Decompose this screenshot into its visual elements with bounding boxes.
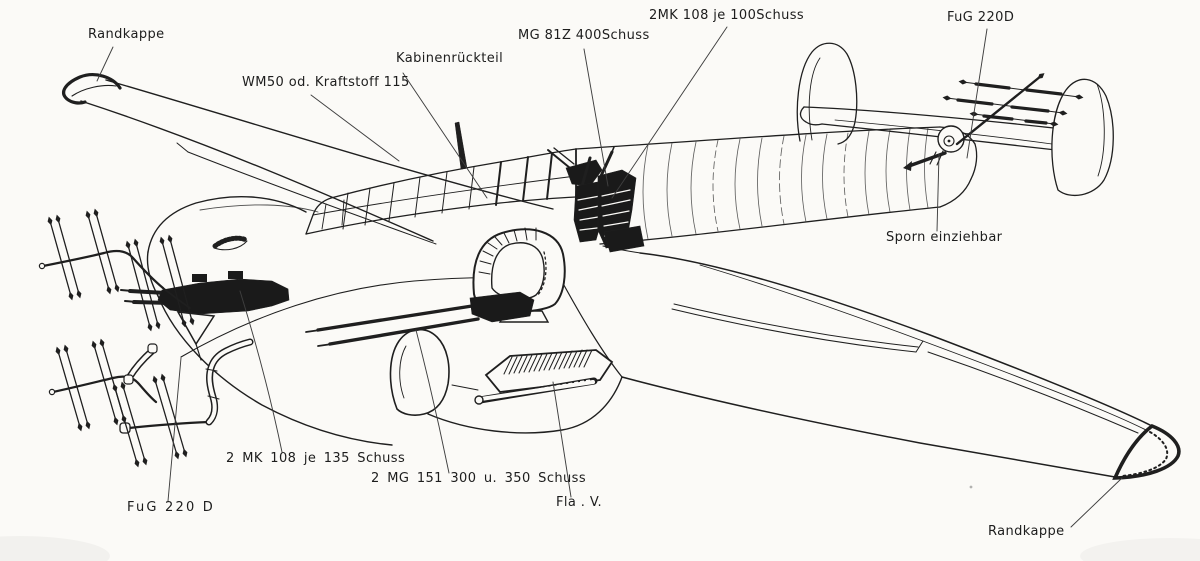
right-wingtip-cap (1112, 423, 1181, 480)
label-mg151-schuss: 2 MG 151 300 u. 350 Schuss (371, 471, 586, 486)
label-mk108-135-schuss: 2 MK 108 je 135 Schuss (226, 451, 406, 466)
label-randkappe-left-wingtip: Randkappe (88, 27, 165, 42)
right-wing-trailing-edge (621, 376, 1116, 478)
belly-line (157, 295, 393, 446)
engine-nacelle (389, 328, 623, 434)
left-fin (796, 42, 858, 145)
cockpit-canopy (305, 121, 577, 235)
left-wing-leading-edge (105, 79, 554, 210)
tail-unit (796, 42, 1114, 197)
scan-artifacts (969, 485, 973, 489)
leader-fug220d-bottom-left (167, 357, 182, 502)
leader-randkappe-top-left (96, 46, 114, 82)
antenna-mount-tubes (123, 338, 254, 426)
left-wingtip-cap (62, 73, 122, 105)
nacelle-front-ring (389, 328, 450, 416)
canopy-top-rail (330, 148, 577, 199)
leader-fla-v (552, 381, 572, 498)
stabilizer-leading-edge (803, 106, 1055, 129)
nose-cannons-mk108 (120, 271, 290, 361)
left-wing (62, 73, 554, 245)
leader-mk108-135 (239, 290, 283, 453)
antenna-mast (454, 121, 468, 170)
ventral-louvre-tray (451, 349, 614, 405)
leader-sporn (936, 153, 940, 232)
leader-mk108-100 (611, 26, 728, 199)
leader-mg81z (583, 48, 609, 187)
label-fug220d-bottom-left: FuG 220 D (127, 500, 215, 515)
label-sporn-einziehbar: Sporn einziehbar (886, 230, 1003, 245)
label-mk108-100-schuss: 2MK 108 je 100Schuss (649, 8, 805, 23)
tail-wheel (903, 125, 965, 171)
label-fla-v: Fla . V. (556, 495, 603, 510)
front-radar-antenna-array (38, 208, 254, 468)
fuselage-spine (575, 126, 941, 150)
label-fug220d-top-right: FuG 220D (947, 10, 1015, 25)
ventral-cannons-mg151 (305, 291, 535, 347)
nose-vent (212, 235, 249, 249)
leader-wm50 (310, 94, 400, 162)
rear-radar-antenna (942, 73, 1084, 146)
wing-root-fillet (559, 277, 623, 378)
label-kabinenrueckteil: Kabinenrückteil (396, 51, 504, 66)
leader-mg151 (415, 329, 450, 474)
left-wing-trailing-edge (80, 100, 434, 242)
mg81z-gun (565, 159, 603, 187)
label-mg81z: MG 81Z 400Schuss (518, 28, 650, 43)
canopy-bottom-rail (305, 196, 577, 235)
leader-lines (96, 26, 1123, 528)
df-loop-antenna (472, 227, 566, 323)
oblique-cannons-mk108 (547, 146, 645, 253)
leader-randkappe-bottom-right (1070, 477, 1123, 528)
label-randkappe-right-wingtip: Randkappe (988, 524, 1065, 539)
label-wm50-kraftstoff: WM50 od. Kraftstoff 115 (242, 75, 410, 90)
leader-fug220d-top-right (966, 28, 988, 159)
right-wing (559, 245, 1181, 480)
leader-kabinenrueckteil (402, 72, 488, 199)
right-wing-leading-edge (639, 252, 1153, 427)
